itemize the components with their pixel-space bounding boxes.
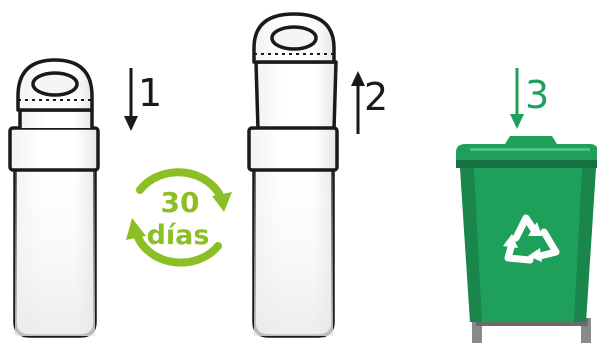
up-arrowhead-icon xyxy=(351,71,365,86)
recycling-bin xyxy=(456,136,597,343)
step-2-indicator: 2 xyxy=(351,71,388,134)
step-3-indicator: 3 xyxy=(510,68,549,129)
cycle-badge: 30 días xyxy=(126,172,232,262)
container-lid-closed xyxy=(10,60,98,336)
down-arrowhead-icon xyxy=(124,116,138,131)
step-1-indicator: 1 xyxy=(124,68,162,131)
step-1-number: 1 xyxy=(138,71,162,115)
container-sleeve-raised xyxy=(249,14,337,336)
step-2-number: 2 xyxy=(364,75,388,119)
cycle-unit: días xyxy=(147,220,210,251)
step-3-number: 3 xyxy=(525,73,549,117)
cycle-value: 30 xyxy=(161,186,200,219)
down-arrowhead-icon xyxy=(510,114,524,129)
